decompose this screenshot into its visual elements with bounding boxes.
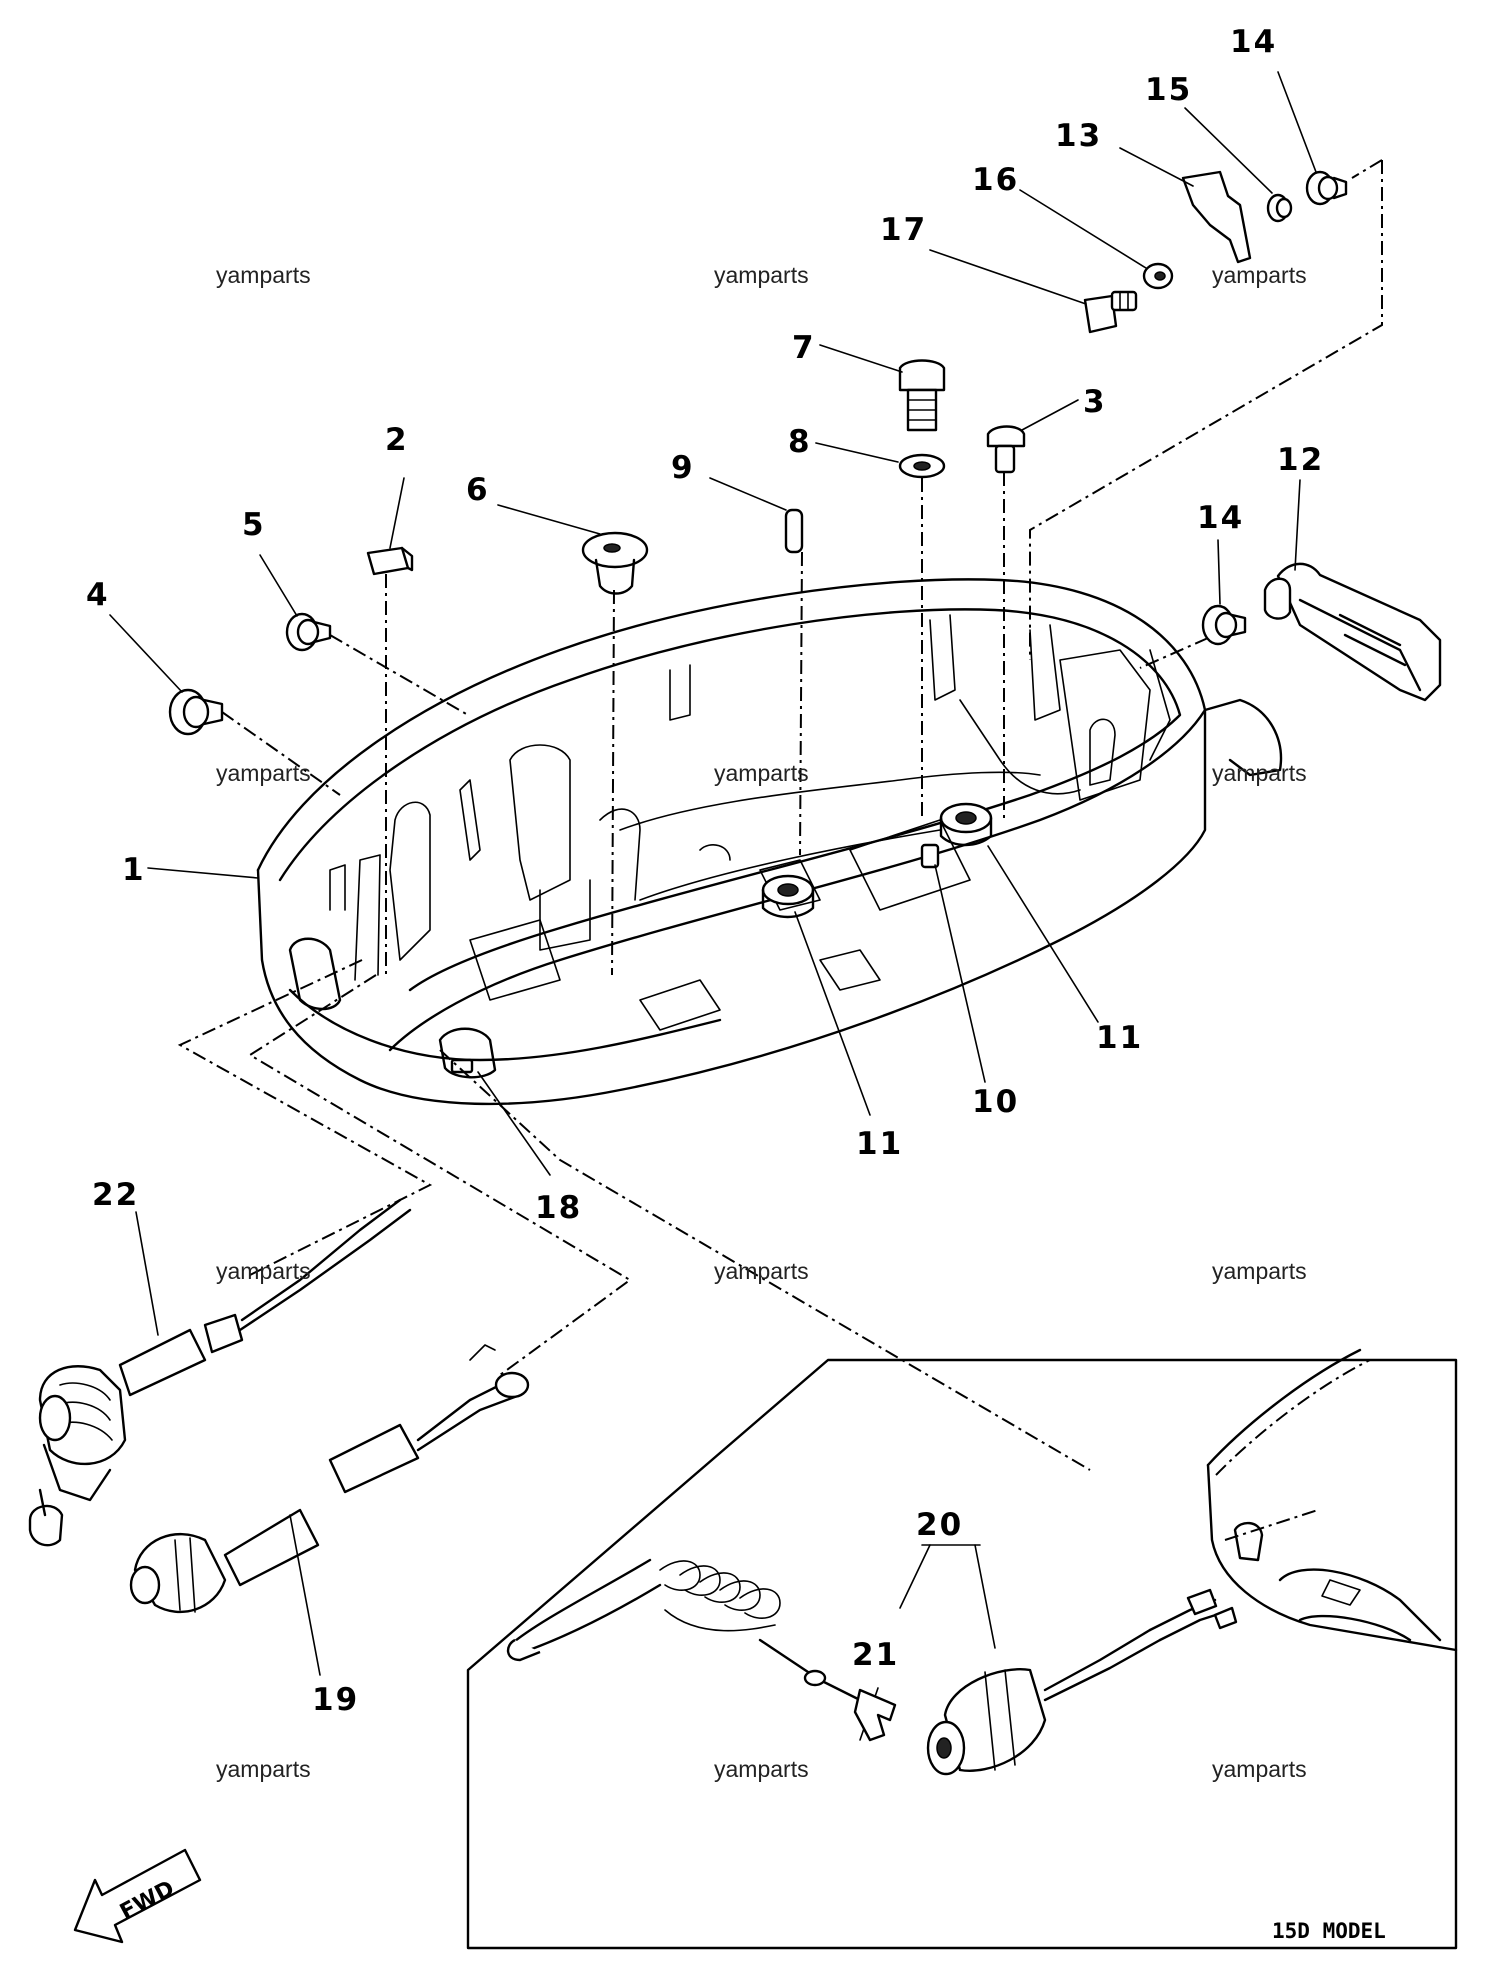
watermark: yamparts <box>714 1756 809 1782</box>
callout-9: 9 <box>671 450 695 486</box>
bottom-cowling <box>256 578 1283 1106</box>
watermark: yamparts <box>714 262 809 288</box>
callout-2: 2 <box>385 422 409 458</box>
callout-3: 3 <box>1083 384 1107 420</box>
watermark: yamparts <box>714 760 809 786</box>
watermark: yamparts <box>216 1756 311 1782</box>
watermarks: yamparts yamparts yamparts yamparts yamp… <box>216 262 1307 1782</box>
callout-numbers: 1 2 3 4 5 6 7 8 9 10 11 11 12 13 14 14 1… <box>86 24 1324 1718</box>
callout-8: 8 <box>788 424 812 460</box>
callout-22: 22 <box>92 1177 139 1213</box>
callout-16: 16 <box>972 162 1019 198</box>
callout-1: 1 <box>122 852 146 888</box>
inset-15d-model: 15D MODEL <box>466 1348 1458 1950</box>
callout-13: 13 <box>1055 118 1102 154</box>
callout-10: 10 <box>972 1084 1019 1120</box>
callout-6: 6 <box>466 472 490 508</box>
callout-20: 20 <box>916 1507 963 1543</box>
callout-15: 15 <box>1145 72 1192 108</box>
leader-lines <box>109 71 1317 1741</box>
callout-14-lower: 14 <box>1197 500 1244 536</box>
watermark: yamparts <box>216 262 311 288</box>
callout-21: 21 <box>852 1637 899 1673</box>
watermark: yamparts <box>216 760 311 786</box>
callout-4: 4 <box>86 577 110 613</box>
harness-parts <box>28 1198 530 1614</box>
inset-model-label: 15D MODEL <box>1272 1919 1386 1943</box>
callout-5: 5 <box>242 507 266 543</box>
watermark: yamparts <box>1212 1258 1307 1284</box>
watermark: yamparts <box>216 1258 311 1284</box>
watermark: yamparts <box>714 1258 809 1284</box>
watermark: yamparts <box>1212 262 1307 288</box>
watermark: yamparts <box>1212 760 1307 786</box>
assembly-lines <box>177 159 1383 1541</box>
callout-17: 17 <box>880 212 927 248</box>
callout-11-a: 11 <box>856 1126 903 1162</box>
watermark: yamparts <box>1212 1756 1307 1782</box>
fwd-arrow-icon: FWD <box>73 1848 202 1944</box>
callout-18: 18 <box>535 1190 582 1226</box>
callout-14-upper: 14 <box>1230 24 1277 60</box>
callout-19: 19 <box>312 1682 359 1718</box>
callout-11-b: 11 <box>1096 1020 1143 1056</box>
small-parts <box>168 170 1442 736</box>
callout-7: 7 <box>792 330 816 366</box>
callout-12: 12 <box>1277 442 1324 478</box>
